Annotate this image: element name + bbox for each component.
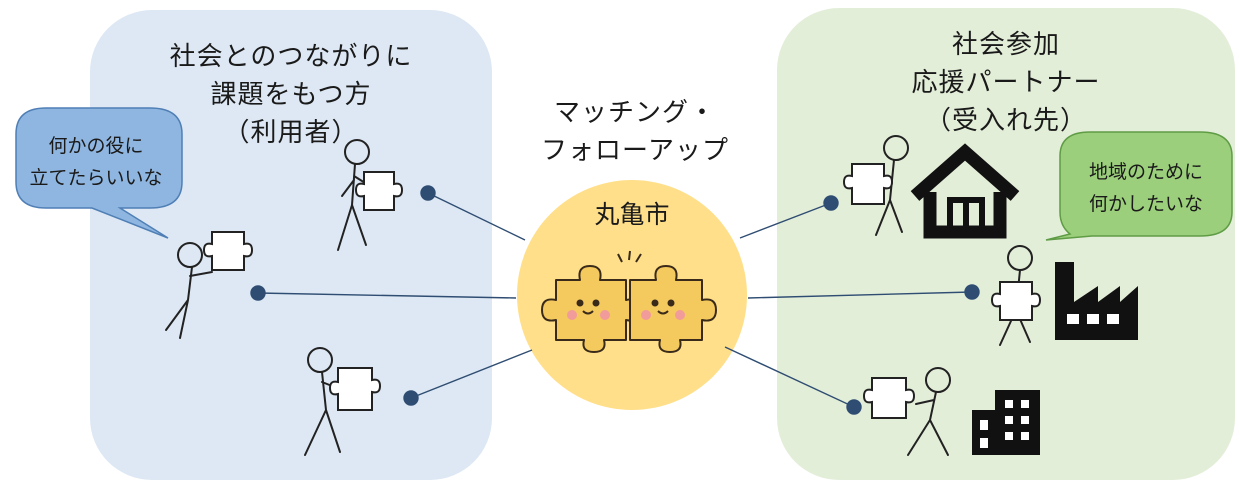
stick-figure-with-puzzle bbox=[304, 347, 382, 456]
right-speech-bubble bbox=[1045, 131, 1233, 241]
connector-line bbox=[739, 202, 832, 239]
puzzle-pair-icon bbox=[541, 250, 717, 353]
stick-figure-with-puzzle bbox=[862, 367, 951, 456]
barn-icon bbox=[910, 143, 1020, 239]
connector-line bbox=[724, 346, 855, 408]
left-speech-bubble bbox=[15, 107, 183, 239]
user-panel-title: 社会とのつながりに 課題をもつ方 （利用者） bbox=[169, 42, 413, 148]
connector-line bbox=[257, 292, 517, 299]
stick-figure-with-puzzle bbox=[165, 231, 254, 339]
partner-panel-title: 社会参加 応援パートナー （受入れ先） bbox=[911, 30, 1101, 136]
connector-line bbox=[427, 192, 526, 241]
left-bubble-text: 何かの役に 立てたらいいな bbox=[29, 135, 163, 189]
stick-figure-with-puzzle bbox=[990, 245, 1042, 346]
connector-dot bbox=[403, 390, 419, 406]
connector-dot bbox=[964, 284, 980, 300]
user-panel bbox=[90, 10, 492, 480]
connector-line bbox=[410, 349, 533, 399]
city-label: 丸亀市 bbox=[594, 200, 670, 229]
connector-dot bbox=[846, 399, 862, 415]
connector-dot bbox=[420, 185, 436, 201]
stick-figure-with-puzzle bbox=[842, 135, 909, 236]
office-building-icon bbox=[972, 390, 1040, 455]
factory-icon bbox=[1055, 262, 1138, 340]
connector-dot bbox=[250, 285, 266, 301]
connector-dot bbox=[823, 195, 839, 211]
center-heading: マッチング・ フォローアップ bbox=[541, 98, 729, 166]
stick-figure-with-puzzle bbox=[337, 139, 404, 251]
right-bubble-text: 地域のために 何かしたいな bbox=[1088, 161, 1203, 215]
connector-line bbox=[747, 291, 973, 299]
